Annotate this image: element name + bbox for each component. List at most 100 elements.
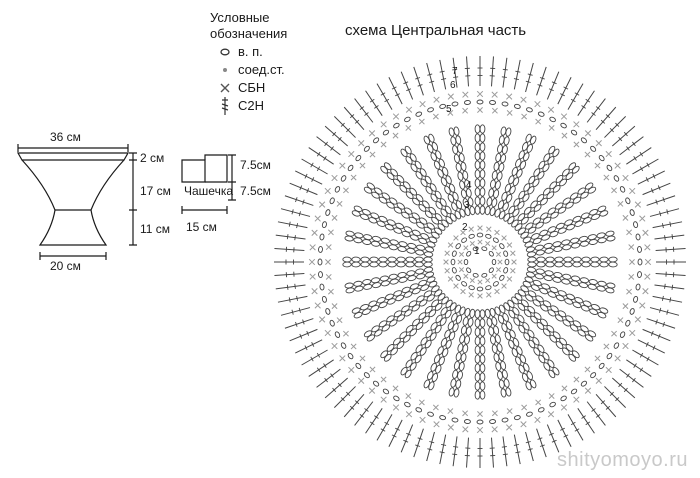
border-double-crochet-bar (551, 439, 557, 443)
petal-chain-stitch (522, 193, 530, 202)
petal-chain-stitch (397, 272, 407, 278)
border-double-crochet-bar (525, 441, 531, 444)
vase-middle-height-label: 17 см (140, 184, 171, 198)
center-chain-stitch (476, 232, 484, 238)
petal-chain-stitch (368, 300, 378, 307)
border-double-crochet-bar (288, 297, 291, 303)
border-double-crochet-bar (330, 373, 334, 378)
petal-chain-stitch (526, 251, 537, 258)
center-chain-stitch (468, 233, 475, 239)
border-double-crochet-bar (664, 235, 666, 241)
petal-chain-stitch (415, 194, 424, 202)
center-chain-stitch (492, 281, 499, 287)
border-double-crochet-bar (310, 162, 314, 168)
outer-chain-stitch (570, 388, 578, 395)
center-single-crochet (501, 283, 507, 289)
outer-single-crochet (309, 273, 316, 280)
border-double-crochet-bar (527, 448, 533, 451)
border-double-crochet-bar (359, 106, 365, 110)
outer-single-crochet (573, 141, 580, 148)
outer-chain-stitch (513, 103, 521, 109)
petal-chain-stitch (532, 299, 541, 307)
petal-chain-stitch (479, 205, 486, 215)
outer-single-crochet (325, 273, 332, 280)
center-single-crochet (447, 242, 454, 248)
border-double-crochet-bar (646, 356, 650, 362)
outer-single-crochet (534, 100, 541, 108)
center-single-crochet (495, 267, 502, 273)
border-double-crochet-bar (294, 283, 296, 289)
outer-single-crochet (506, 408, 513, 415)
outer-chain-stitch (476, 419, 484, 425)
border-double-crochet (577, 90, 595, 116)
petal-chain-stitch (474, 318, 481, 328)
petal-chain-stitch (448, 387, 455, 397)
outer-chain-stitch (633, 295, 639, 303)
petal-chain-stitch (479, 178, 486, 188)
petal-chain-stitch (415, 344, 423, 353)
petal-chain-stitch (398, 241, 408, 248)
petal-chain-stitch (554, 261, 564, 268)
petal-chain-stitch (380, 165, 389, 174)
row-number-1: 1 (474, 246, 480, 257)
petal-chain-stitch (360, 256, 370, 263)
petal-chain-stitch (542, 163, 550, 172)
outer-single-crochet (447, 93, 454, 100)
border-double-crochet (525, 62, 534, 93)
petal-chain-stitch (474, 124, 481, 134)
petal-chain-stitch (555, 314, 564, 322)
petal-chain-stitch (429, 183, 437, 192)
border-double-crochet (324, 377, 349, 399)
border-double-crochet-bar (299, 333, 303, 339)
petal-chain-stitch (565, 172, 574, 180)
outer-single-crochet (521, 113, 528, 120)
petal-chain-stitch (389, 197, 398, 205)
border-double-crochet-bar (560, 93, 565, 97)
petal-chain-stitch (497, 370, 503, 380)
petal-chain-stitch (378, 215, 388, 223)
cup-height-dimension (228, 154, 236, 201)
petal-chain-stitch (508, 339, 515, 349)
border-double-crochet-bar (349, 405, 355, 410)
border-double-crochet (655, 273, 686, 276)
petal-chain-stitch (597, 237, 607, 244)
border-double-crochet-bar (645, 177, 649, 182)
border-double-crochet-bar (391, 434, 397, 438)
petal-chain-stitch (393, 310, 403, 318)
border-double-crochet (536, 66, 547, 96)
outer-single-crochet (462, 426, 469, 433)
outer-single-crochet (358, 140, 365, 147)
outer-single-crochet (491, 91, 498, 98)
center-single-crochet (494, 229, 500, 236)
outer-single-crochet (331, 214, 338, 221)
petal-chain-stitch (474, 169, 481, 179)
border-double-crochet-bar (570, 98, 576, 103)
border-double-crochet (586, 98, 606, 123)
petal-chain-stitch (479, 160, 486, 170)
center-single-crochet (443, 259, 449, 265)
border-double-crochet (301, 158, 328, 175)
border-double-crochet-bar (513, 443, 519, 446)
border-double-crochet-bar (615, 397, 620, 402)
petal-chain-stitch (536, 261, 546, 268)
petal-chain-stitch (563, 261, 573, 268)
outer-single-crochet (561, 385, 568, 392)
outer-chain-stitch (373, 380, 380, 387)
border-double-crochet (277, 295, 308, 303)
petal-chain-stitch (396, 175, 405, 183)
outer-single-crochet (573, 376, 580, 383)
petal-chain-stitch (488, 326, 495, 336)
border-double-crochet-bar (563, 86, 569, 90)
outer-single-crochet (594, 162, 601, 169)
border-double-crochet-bar (632, 377, 636, 383)
petal-chain-stitch (596, 285, 606, 292)
petal-chain-stitch (457, 144, 463, 154)
petal-chain-stitch (557, 227, 567, 234)
petal-chain-stitch (403, 226, 413, 233)
border-double-crochet-bar (662, 321, 665, 327)
petal-chain-stitch (518, 324, 526, 334)
petal-chain-stitch (479, 354, 486, 364)
outer-single-crochet (642, 229, 649, 236)
border-double-crochet-bar (501, 446, 507, 448)
